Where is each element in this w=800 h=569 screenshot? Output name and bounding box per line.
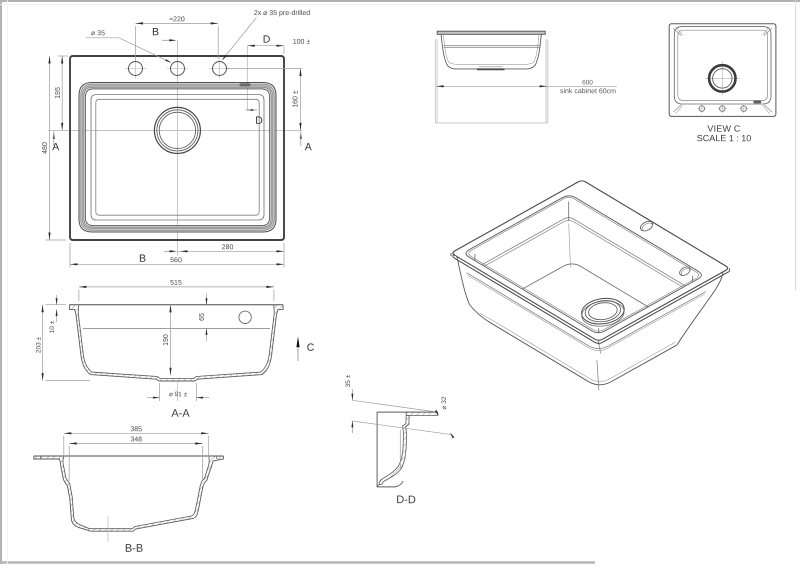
svg-text:348: 348 <box>130 436 142 443</box>
svg-text:⌀ 35: ⌀ 35 <box>91 30 105 37</box>
svg-text:2x ⌀ 35 pre-drilled: 2x ⌀ 35 pre-drilled <box>254 10 310 17</box>
svg-text:A: A <box>305 141 312 153</box>
svg-text:480: 480 <box>42 142 49 154</box>
svg-text:600: 600 <box>582 79 593 86</box>
svg-text:203 ±: 203 ± <box>35 336 42 353</box>
svg-text:195: 195 <box>55 87 62 99</box>
svg-text:A: A <box>52 141 59 153</box>
svg-text:VIEW C: VIEW C <box>707 124 741 134</box>
svg-text:⌀ 91 ±: ⌀ 91 ± <box>169 391 188 398</box>
svg-text:D: D <box>255 115 263 127</box>
svg-text:D: D <box>263 34 271 46</box>
svg-text:≈220: ≈220 <box>169 16 185 23</box>
svg-text:280: 280 <box>222 244 234 251</box>
svg-text:⌀ 32: ⌀ 32 <box>441 396 448 409</box>
svg-text:515: 515 <box>170 280 182 287</box>
svg-text:A-A: A-A <box>171 408 190 420</box>
svg-text:65: 65 <box>199 313 206 321</box>
svg-text:385: 385 <box>130 426 142 433</box>
svg-text:C: C <box>307 342 315 354</box>
svg-text:sink cabinet 60cm: sink cabinet 60cm <box>560 88 616 95</box>
svg-text:B: B <box>139 253 146 265</box>
svg-text:B-B: B-B <box>125 543 143 555</box>
svg-text:35 ±: 35 ± <box>345 374 352 387</box>
svg-text:10 ±: 10 ± <box>49 320 56 333</box>
svg-text:160 ±: 160 ± <box>293 90 300 108</box>
svg-text:B: B <box>152 26 159 38</box>
svg-text:100 ±: 100 ± <box>293 39 311 46</box>
svg-text:190: 190 <box>163 334 170 346</box>
svg-text:560: 560 <box>170 257 182 264</box>
svg-text:SCALE 1 : 10: SCALE 1 : 10 <box>697 133 752 143</box>
svg-text:D-D: D-D <box>396 494 416 506</box>
